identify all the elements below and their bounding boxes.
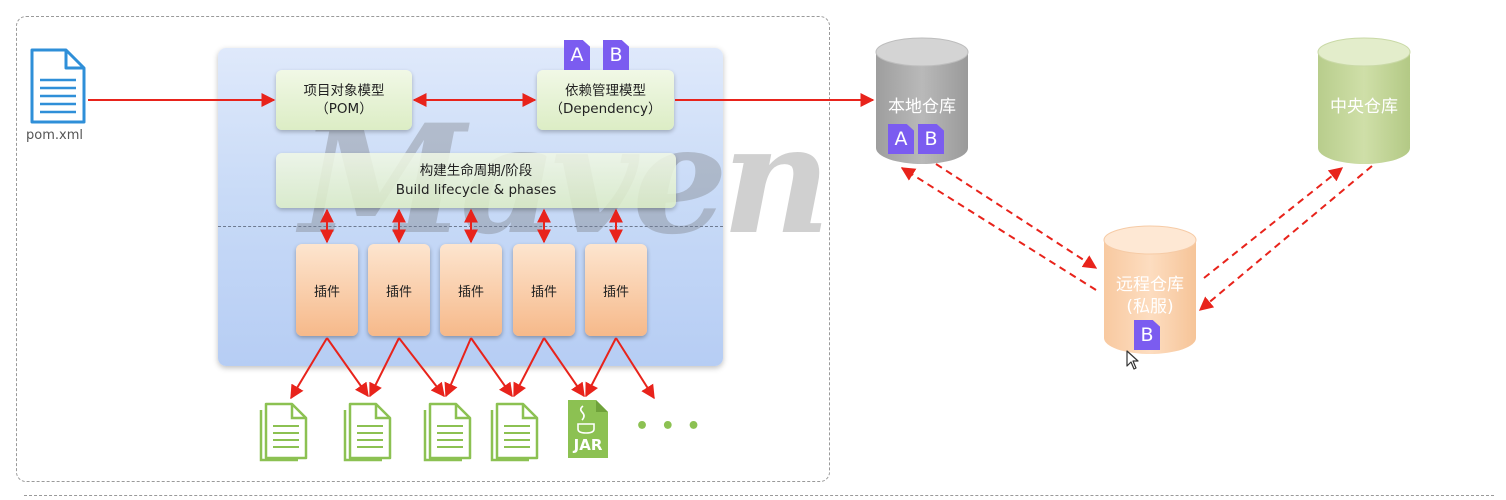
plugin-output-arrow [398,337,445,398]
document-icon [343,402,392,462]
document-icon [259,402,308,462]
remote-badge-b: B [1134,320,1160,350]
dependency-badge-a: A [564,40,590,70]
plugin-output-arrow [585,337,617,398]
central-repository-label: 中央仓库 [1330,97,1398,117]
xml-file-icon [30,48,86,124]
pom-model-subtitle: （POM） [315,101,373,117]
dependency-model-box: 依赖管理模型 （Dependency） [537,70,674,130]
plugin-box: 插件 [585,244,647,336]
remote-repository-label: 远程仓库 (私服) [1102,274,1198,318]
plugin-output-arrow [470,337,513,398]
pom-file-label: pom.xml [26,128,83,143]
bottom-divider [24,495,1494,496]
plugin-box: 插件 [513,244,575,336]
plugin-output-arrow [369,337,400,398]
plugin-output-arrow [615,337,655,400]
remote-to-central-arrow [1203,167,1344,279]
local-badge-b: B [918,124,944,154]
plugin-box: 插件 [296,244,358,336]
plugin-output-arrow [290,337,328,400]
document-icon [423,402,472,462]
central-repository-cylinder [1317,37,1411,164]
central-to-remote-arrow [1198,165,1373,311]
remote-repository-subtitle: (私服) [1126,297,1174,318]
plugin-output-arrow [326,337,369,398]
maven-frame [16,16,830,482]
jar-file-icon [568,400,608,458]
local-repository-label: 本地仓库 [888,97,956,117]
local-badge-a: A [888,124,914,154]
dependency-model-title: 依赖管理模型 [565,82,646,99]
plugin-output-arrow [444,337,472,398]
dependency-badge-b: B [603,40,629,70]
mouse-cursor-icon [1126,350,1139,370]
dependency-model-subtitle: （Dependency） [549,101,662,117]
local-to-remote-arrow [935,163,1098,269]
lifecycle-subtitle: Build lifecycle & phases [395,181,557,198]
pom-model-title: 项目对象模型 [303,82,385,99]
pom-model-box: 项目对象模型 （POM） [276,70,412,130]
document-icon [490,402,539,462]
remote-repository-cylinder [1103,225,1197,354]
more-outputs-ellipsis: • • • [635,414,703,439]
lifecycle-title: 构建生命周期/阶段 [419,163,533,180]
plugin-box: 插件 [440,244,502,336]
remote-repository-title: 远程仓库 [1116,275,1184,295]
plugin-box: 插件 [368,244,430,336]
lifecycle-box: 构建生命周期/阶段 Build lifecycle & phases [276,153,676,208]
jar-label: JAR [573,436,603,454]
plugin-output-arrow [513,337,545,398]
plugin-output-arrow [543,337,585,398]
remote-to-local-arrow [900,167,1097,291]
